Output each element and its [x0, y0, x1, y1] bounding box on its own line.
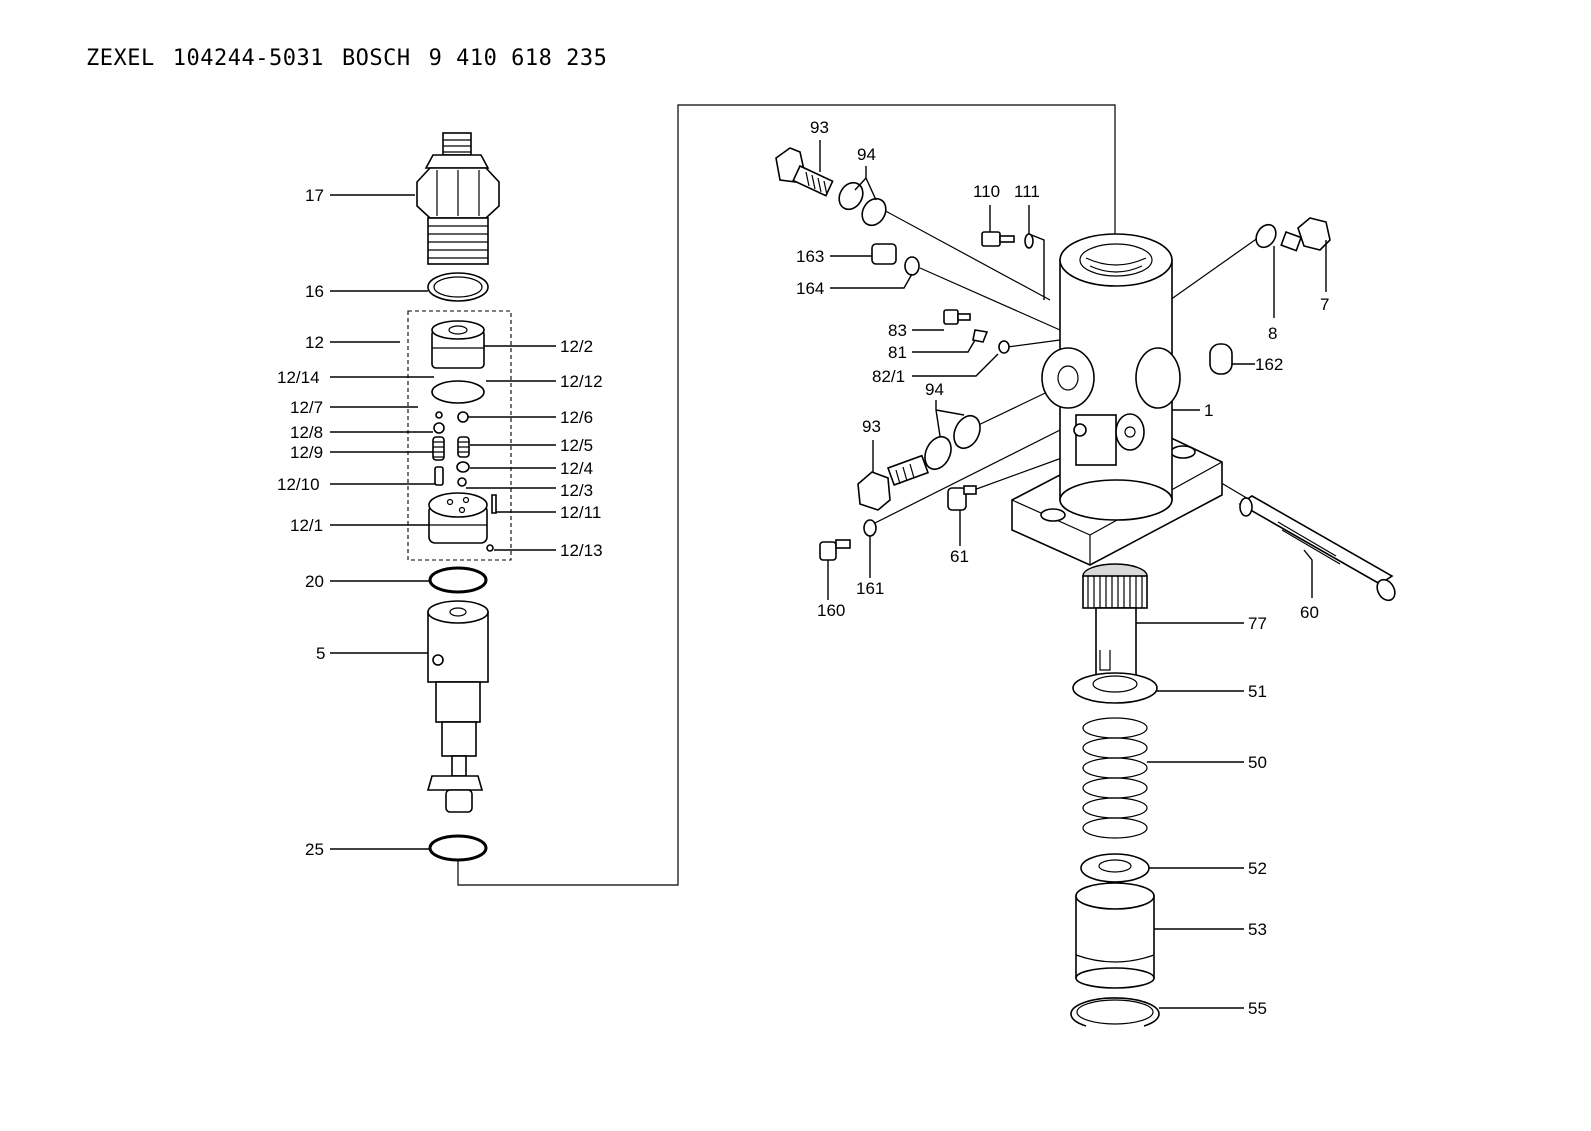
screw-110 [981, 231, 1034, 249]
leader-p82_1 [912, 353, 999, 377]
spring-seat-51 [1072, 672, 1158, 704]
callout-p12_9: 12/9 [290, 443, 323, 462]
spring-seat-52 [1080, 853, 1150, 883]
screw-160 [819, 519, 877, 561]
callout-p81: 81 [888, 343, 907, 362]
screw-61 [947, 485, 977, 511]
leader-p164 [830, 273, 913, 289]
callout-p55: 55 [1248, 999, 1267, 1018]
callout-p12_1: 12/1 [290, 516, 323, 535]
leader-p60 [1303, 549, 1313, 598]
callout-p12_11: 12/11 [560, 503, 601, 522]
callout-p61: 61 [950, 547, 969, 566]
plunger-spring-50 [1082, 717, 1148, 839]
plunger-barrel-5 [426, 600, 489, 813]
snap-ring-12-14 [431, 380, 485, 404]
callout-p51: 51 [1248, 682, 1267, 701]
leader-p81 [912, 339, 976, 353]
callout-p110: 110 [973, 182, 1000, 201]
brand-zexel: ZEXEL [86, 46, 155, 71]
banjo-bolt-93-top [775, 147, 834, 197]
callout-p12_3: 12/3 [560, 481, 593, 500]
seal-ring-16 [427, 272, 489, 302]
callout-p94b: 94 [925, 380, 944, 399]
callout-p12_7: 12/7 [290, 398, 323, 417]
bosch-part-number: 9 410 618 235 [428, 46, 608, 71]
callout-p60: 60 [1300, 603, 1319, 622]
callout-p52: 52 [1248, 859, 1267, 878]
callout-p12_6: 12/6 [560, 408, 593, 427]
callout-p16: 16 [305, 282, 324, 301]
callout-p77: 77 [1248, 614, 1267, 633]
callout-p5: 5 [316, 644, 325, 663]
callout-p111: 111 [1014, 182, 1040, 201]
leader-p94a [854, 166, 877, 201]
callout-p7: 7 [1320, 295, 1329, 314]
callout-p12_2: 12/2 [560, 337, 593, 356]
o-ring-25 [428, 834, 488, 862]
callout-p12_14: 12/14 [277, 368, 320, 387]
callout-p162: 162 [1255, 355, 1283, 374]
callout-p82_1: 82/1 [872, 367, 905, 386]
document-header: ZEXEL 104244-5031 BOSCH 9 410 618 235 [86, 46, 625, 71]
screw-83 [943, 309, 1010, 354]
callout-p12_10: 12/10 [277, 475, 320, 494]
callout-p8: 8 [1268, 324, 1277, 343]
control-sleeve-77 [1082, 563, 1148, 681]
banjo-bolt-93-lower [857, 454, 930, 511]
delivery-valve-holder-17 [416, 132, 500, 265]
plug-163 [871, 243, 920, 276]
tappet-53 [1075, 882, 1155, 989]
callout-p12_13: 12/13 [560, 541, 603, 560]
callout-p25: 25 [305, 840, 324, 859]
valve-body-12-1 [428, 492, 494, 552]
valve-kit-12-outline [407, 310, 512, 561]
callout-p93a: 93 [810, 118, 829, 137]
assembly-link-line [457, 104, 1116, 886]
plug-7 [1255, 217, 1331, 252]
callout-p161: 161 [856, 579, 884, 598]
callout-p93b: 93 [862, 417, 881, 436]
callout-p50: 50 [1248, 753, 1267, 772]
valve-small-parts [432, 411, 497, 514]
callout-p160: 160 [817, 601, 845, 620]
callout-p12_8: 12/8 [290, 423, 323, 442]
guide-lines [864, 207, 1263, 529]
callout-p53: 53 [1248, 920, 1267, 939]
pump-housing-1 [1011, 233, 1223, 566]
callout-p164: 164 [796, 279, 824, 298]
brand-bosch: BOSCH [341, 46, 411, 71]
o-ring-20 [428, 566, 488, 594]
callout-p163: 163 [796, 247, 824, 266]
callout-p83: 83 [888, 321, 907, 340]
callout-p1: 1 [1204, 401, 1213, 420]
callout-p12_4: 12/4 [560, 459, 593, 478]
callout-p17: 17 [305, 186, 324, 205]
callout-p94a: 94 [857, 145, 876, 164]
leader-p111 [1028, 205, 1045, 300]
callout-p20: 20 [305, 572, 324, 591]
leader-p94b [935, 400, 965, 437]
valve-12-2 [431, 320, 485, 369]
control-rod-60 [1238, 495, 1396, 602]
callout-p12_5: 12/5 [560, 436, 593, 455]
key-162 [1209, 343, 1233, 375]
callout-p12: 12 [305, 333, 324, 352]
washers-94-top [838, 181, 887, 227]
washers-94-lower [924, 414, 981, 471]
zexel-part-number: 104244-5031 [172, 46, 324, 71]
circlip-55 [1070, 997, 1160, 1027]
callout-p12_12: 12/12 [560, 372, 603, 391]
